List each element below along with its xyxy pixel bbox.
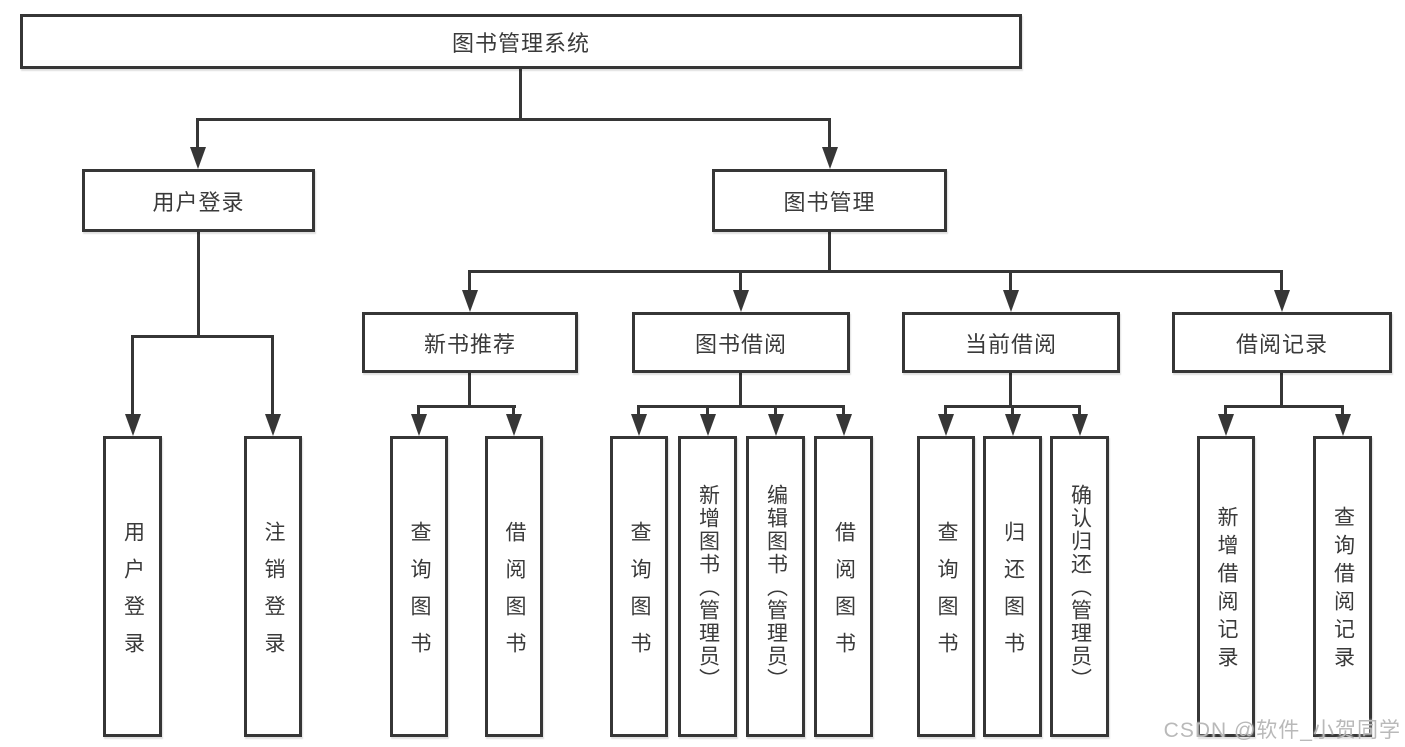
leaf-query-borrow-record: 查询借阅记录 (1313, 436, 1372, 737)
node-user-login: 用户登录 (82, 169, 315, 232)
leaf-query-books-current: 查询图书 (917, 436, 975, 737)
arrow-current-query (944, 405, 947, 414)
arrow-borrow-query (637, 405, 640, 414)
arrow-recommend-borrow (512, 405, 515, 414)
connector-records-stem (1280, 373, 1283, 405)
leaf-query-books-borrow: 查询图书 (610, 436, 668, 737)
watermark: CSDN @软件_小贺同学 (1163, 719, 1401, 742)
leaf-add-borrow-record: 新增借阅记录 (1197, 436, 1255, 737)
connector-user-login-crossbar (131, 335, 274, 338)
connector-book-management-stem (828, 232, 831, 272)
leaf-logout: 注销登录 (244, 436, 302, 737)
leaf-borrow-books-recommend: 借阅图书 (485, 436, 543, 737)
node-current-borrow: 当前借阅 (902, 312, 1120, 373)
arrow-to-book-management (828, 118, 831, 147)
arrow-recommend-query (417, 405, 420, 414)
leaf-borrow-books: 借阅图书 (814, 436, 873, 737)
connector-root-crossbar (197, 118, 831, 121)
arrow-borrow-edit (774, 405, 777, 414)
arrow-to-leaf-user-login (131, 335, 134, 414)
connector-records-crossbar (1224, 405, 1344, 408)
arrow-to-borrow-records (1280, 270, 1283, 290)
arrow-to-user-login (196, 118, 199, 147)
connector-borrow-stem (739, 373, 742, 405)
arrow-borrow-add (706, 405, 709, 414)
node-new-book-recommend: 新书推荐 (362, 312, 578, 373)
leaf-user-login: 用户登录 (103, 436, 162, 737)
arrow-records-query (1341, 405, 1344, 414)
arrow-to-leaf-logout (271, 335, 274, 414)
arrow-current-return (1011, 405, 1014, 414)
arrow-to-new-book-recommend (468, 270, 471, 290)
leaf-query-books-recommend: 查询图书 (390, 436, 448, 737)
node-borrow-records: 借阅记录 (1172, 312, 1392, 373)
leaf-confirm-return-admin: 确认归还（管理员） (1050, 436, 1109, 737)
connector-book-management-crossbar (468, 270, 1283, 273)
leaf-add-book-admin: 新增图书（管理员） (678, 436, 737, 737)
leaf-edit-book-admin: 编辑图书（管理员） (746, 436, 805, 737)
connector-current-stem (1009, 373, 1012, 405)
node-root: 图书管理系统 (20, 14, 1022, 69)
connector-user-login-stem (197, 232, 200, 335)
arrow-to-current-borrow (1009, 270, 1012, 290)
arrow-records-add (1224, 405, 1227, 414)
arrow-borrow-borrow (842, 405, 845, 414)
node-book-borrow: 图书借阅 (632, 312, 850, 373)
connector-root-stem (519, 69, 522, 118)
connector-recommend-stem (468, 373, 471, 405)
arrow-current-confirm (1078, 405, 1081, 414)
arrow-to-book-borrow (739, 270, 742, 290)
leaf-return-book: 归还图书 (983, 436, 1042, 737)
connector-borrow-crossbar (637, 405, 845, 408)
connector-recommend-crossbar (417, 405, 516, 408)
node-book-management: 图书管理 (712, 169, 947, 232)
